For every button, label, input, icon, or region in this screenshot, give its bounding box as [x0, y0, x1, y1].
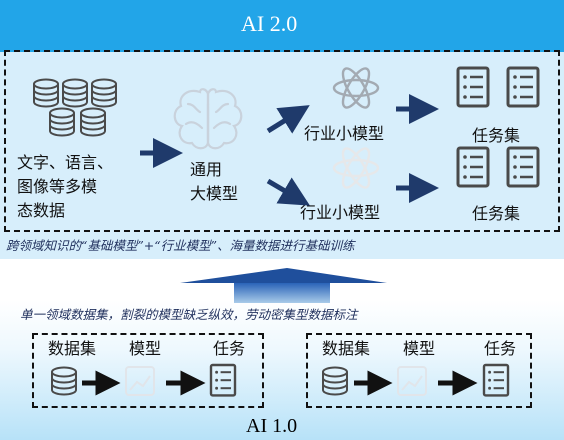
task-set-icon-top — [456, 66, 540, 108]
ai1-title: AI 1.0 — [246, 415, 298, 437]
ai1-right-model-icon — [397, 366, 427, 396]
evolution-up-arrow — [180, 268, 387, 303]
general-model-label: 通用 大模型 — [190, 160, 239, 203]
industry-model-label-bottom: 行业小模型 — [300, 203, 381, 222]
arrow-general-to-industry-bottom — [266, 177, 310, 206]
arrow-general-to-industry-top — [266, 105, 310, 134]
brain-icon — [173, 88, 243, 150]
atom-icon-bottom — [332, 143, 380, 193]
database-stack-icon — [33, 78, 117, 137]
ai1-left-task-label: 任务 — [213, 339, 246, 358]
atom-icon-top — [332, 63, 380, 113]
ai1-left-dashed-group — [32, 333, 264, 408]
industry-model-label-top: 行业小模型 — [304, 124, 385, 143]
ai1-left-database-icon — [51, 366, 77, 396]
task-set-icon-bottom — [456, 146, 540, 188]
ai1-caption: 单一领域数据集，割裂的模型缺乏纵效，劳动密集型数据标注 — [20, 307, 358, 322]
ai1-panel-background — [0, 300, 564, 440]
ai1-right-task-icon — [482, 363, 510, 397]
task-set-label-bottom: 任务集 — [472, 204, 521, 223]
ai2-title: AI 2.0 — [241, 11, 298, 36]
task-set-label-top: 任务集 — [472, 126, 521, 145]
ai1-left-model-label: 模型 — [129, 339, 162, 358]
ai2-header-bar — [0, 0, 564, 52]
ai1-right-model-label: 模型 — [403, 339, 436, 358]
ai1-right-database-icon — [322, 366, 348, 396]
ai1-right-dataset-label: 数据集 — [322, 339, 371, 358]
ai1-right-task-label: 任务 — [484, 339, 517, 358]
ai2-dashed-frame — [4, 50, 560, 232]
source-data-label: 文字、语言、 图像等多模 态数据 — [17, 153, 114, 220]
ai1-right-dashed-group — [306, 333, 532, 408]
flow-arrows — [140, 94, 439, 206]
ai1-left-task-icon — [209, 363, 237, 397]
ai1-left-model-icon — [125, 366, 155, 396]
ai2-caption: 跨领域知识的“基础模型”+“行业模型”、海量数据进行基础训练 — [6, 238, 355, 253]
ai1-left-dataset-label: 数据集 — [48, 339, 97, 358]
